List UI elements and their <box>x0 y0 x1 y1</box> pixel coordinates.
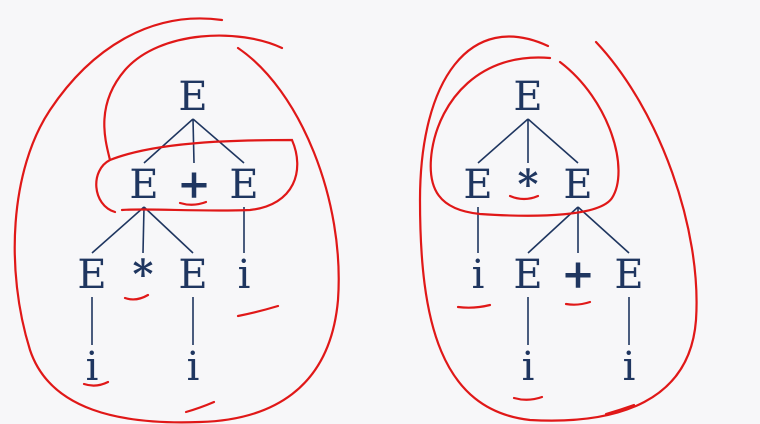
tree-left-edge-5 <box>143 206 194 254</box>
right-outer-loop <box>418 35 698 422</box>
tree-left-node-level2-3: i <box>237 252 251 298</box>
tree-right-node-level3-0: i <box>521 344 535 390</box>
right-plus-underline <box>564 300 592 306</box>
tree-right-node-level1-1: * <box>517 161 539 208</box>
tree-left-edge-4 <box>142 206 145 254</box>
tree-left-node-level1-2: E <box>229 162 259 208</box>
right-i-underline <box>456 303 492 309</box>
tree-right-edge-2 <box>527 118 579 164</box>
tree-left-node-level1-0: E <box>129 162 159 208</box>
left-star-underline <box>123 293 150 301</box>
left-plus-underline <box>178 200 208 206</box>
tree-left-edge-1 <box>192 118 195 164</box>
tree-right-node-root-0: E <box>513 74 543 120</box>
tree-left-edge-3 <box>91 206 145 254</box>
right-i3-underline <box>604 403 636 416</box>
left-i-underline <box>236 304 280 318</box>
tree-left-node-root-0: E <box>178 74 208 120</box>
tree-right-node-level2-0: i <box>471 252 485 298</box>
left-i3-underline <box>184 400 216 414</box>
tree-right-node-level1-0: E <box>463 162 493 208</box>
right-i2-underline <box>512 395 544 401</box>
tree-left-node-level2-0: E <box>77 252 107 298</box>
tree-left-node-level2-1: * <box>132 251 154 298</box>
left-outer-loop <box>13 17 340 424</box>
tree-left-node-level3-1: i <box>186 344 200 390</box>
tree-right-edge-0 <box>477 118 529 164</box>
left-inner-loop <box>95 34 299 214</box>
tree-left-node-level3-0: i <box>85 344 99 390</box>
tree-right-edge-6 <box>577 206 630 254</box>
tree-right-node-level2-1: E <box>513 252 543 298</box>
right-inner-loop <box>429 56 620 217</box>
tree-right-node-level3-1: i <box>622 344 636 390</box>
tree-right-node-level1-2: E <box>563 162 593 208</box>
left-i2-underline <box>82 380 110 387</box>
tree-left-edge-0 <box>143 118 194 164</box>
tree-right-node-level2-2: + <box>561 251 595 298</box>
tree-right-node-level2-3: E <box>614 252 644 298</box>
tree-left-node-level1-1: + <box>177 161 211 208</box>
right-star-underline <box>508 194 540 201</box>
tree-left-node-level2-2: E <box>178 252 208 298</box>
